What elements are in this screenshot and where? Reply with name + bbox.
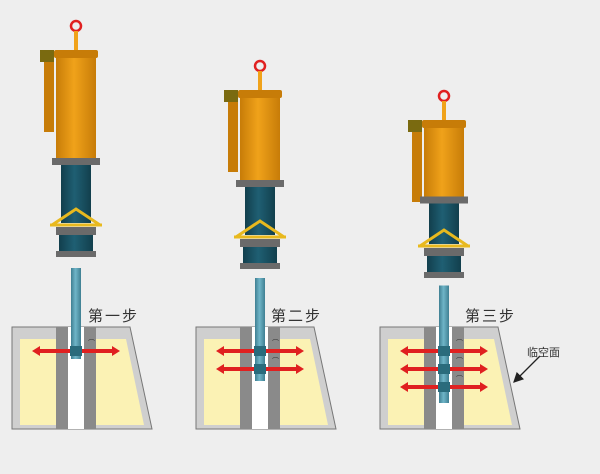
lower-flange bbox=[56, 251, 96, 257]
cylinder-flange bbox=[420, 196, 468, 204]
step-3-group: ⌒ ⌒ ⌒ bbox=[379, 89, 521, 430]
crack-mark: ⌒ bbox=[272, 339, 279, 347]
lower-flange bbox=[240, 263, 280, 269]
side-pipe bbox=[228, 102, 238, 172]
cylinder-cap bbox=[238, 90, 282, 98]
clamp-ring bbox=[240, 239, 280, 247]
wedge-block bbox=[254, 364, 266, 374]
clamp-ring bbox=[424, 248, 464, 256]
force-arrow-head-right bbox=[480, 346, 488, 356]
valve-block bbox=[224, 90, 238, 102]
wedge-block bbox=[438, 364, 450, 374]
support-frame bbox=[419, 228, 469, 248]
side-pipe bbox=[44, 62, 54, 132]
step-3-label: 第三步 bbox=[465, 307, 517, 325]
hanger-rod bbox=[74, 31, 78, 51]
force-arrow-head-right bbox=[112, 346, 120, 356]
force-arrow-head-left bbox=[32, 346, 40, 356]
force-arrow-head-right bbox=[296, 364, 304, 374]
hanger-ring bbox=[253, 59, 267, 73]
cylinder-flange bbox=[52, 158, 100, 165]
cylinder-cap bbox=[422, 120, 466, 128]
hanger-ring bbox=[437, 89, 451, 103]
force-arrow-head-left bbox=[400, 346, 408, 356]
lower-body bbox=[243, 247, 277, 263]
wedge-block bbox=[70, 346, 82, 356]
wedge-block bbox=[254, 346, 266, 356]
valve-block bbox=[408, 120, 422, 132]
valve-block bbox=[40, 50, 54, 62]
wedge-block bbox=[438, 346, 450, 356]
force-arrow-head-left bbox=[400, 364, 408, 374]
hanger-rod bbox=[258, 71, 262, 91]
force-arrow-head-left bbox=[216, 364, 224, 374]
free-face-label: 临空面 bbox=[527, 346, 560, 359]
lower-body bbox=[59, 235, 93, 251]
cylinder-cap bbox=[54, 50, 98, 58]
step-2-group: ⌒⌒ bbox=[195, 59, 337, 430]
free-face-arrow bbox=[513, 355, 541, 383]
crack-mark: ⌒ bbox=[456, 357, 463, 365]
cylinder-flange bbox=[236, 180, 284, 187]
force-arrow-head-right bbox=[480, 364, 488, 374]
splitter-rod bbox=[439, 285, 449, 403]
crack-mark: ⌒ bbox=[456, 375, 463, 383]
wedge-block bbox=[438, 382, 450, 392]
step-2-label: 第二步 bbox=[271, 307, 323, 325]
step-1-group: ⌒ bbox=[11, 19, 153, 430]
hanger-rod bbox=[442, 101, 446, 121]
splitter-body bbox=[61, 165, 91, 223]
hydraulic-cylinder bbox=[56, 58, 96, 158]
lower-flange bbox=[424, 272, 464, 278]
splitter-rod bbox=[71, 268, 81, 359]
hanger-ring bbox=[69, 19, 83, 33]
hydraulic-cylinder bbox=[424, 128, 464, 197]
lower-body bbox=[427, 256, 461, 272]
clamp-ring bbox=[56, 227, 96, 235]
support-frame bbox=[235, 219, 285, 239]
force-arrow-head-left bbox=[216, 346, 224, 356]
step-1-label: 第一步 bbox=[88, 307, 140, 325]
splitter-rod bbox=[255, 278, 265, 381]
force-arrow-head-left bbox=[400, 382, 408, 392]
force-arrow-head-right bbox=[296, 346, 304, 356]
crack-mark: ⌒ bbox=[456, 339, 463, 347]
crack-mark: ⌒ bbox=[272, 357, 279, 365]
side-pipe bbox=[412, 132, 422, 202]
force-arrow-head-right bbox=[480, 382, 488, 392]
support-frame bbox=[51, 207, 101, 227]
crack-mark: ⌒ bbox=[88, 339, 95, 347]
hydraulic-cylinder bbox=[240, 98, 280, 180]
